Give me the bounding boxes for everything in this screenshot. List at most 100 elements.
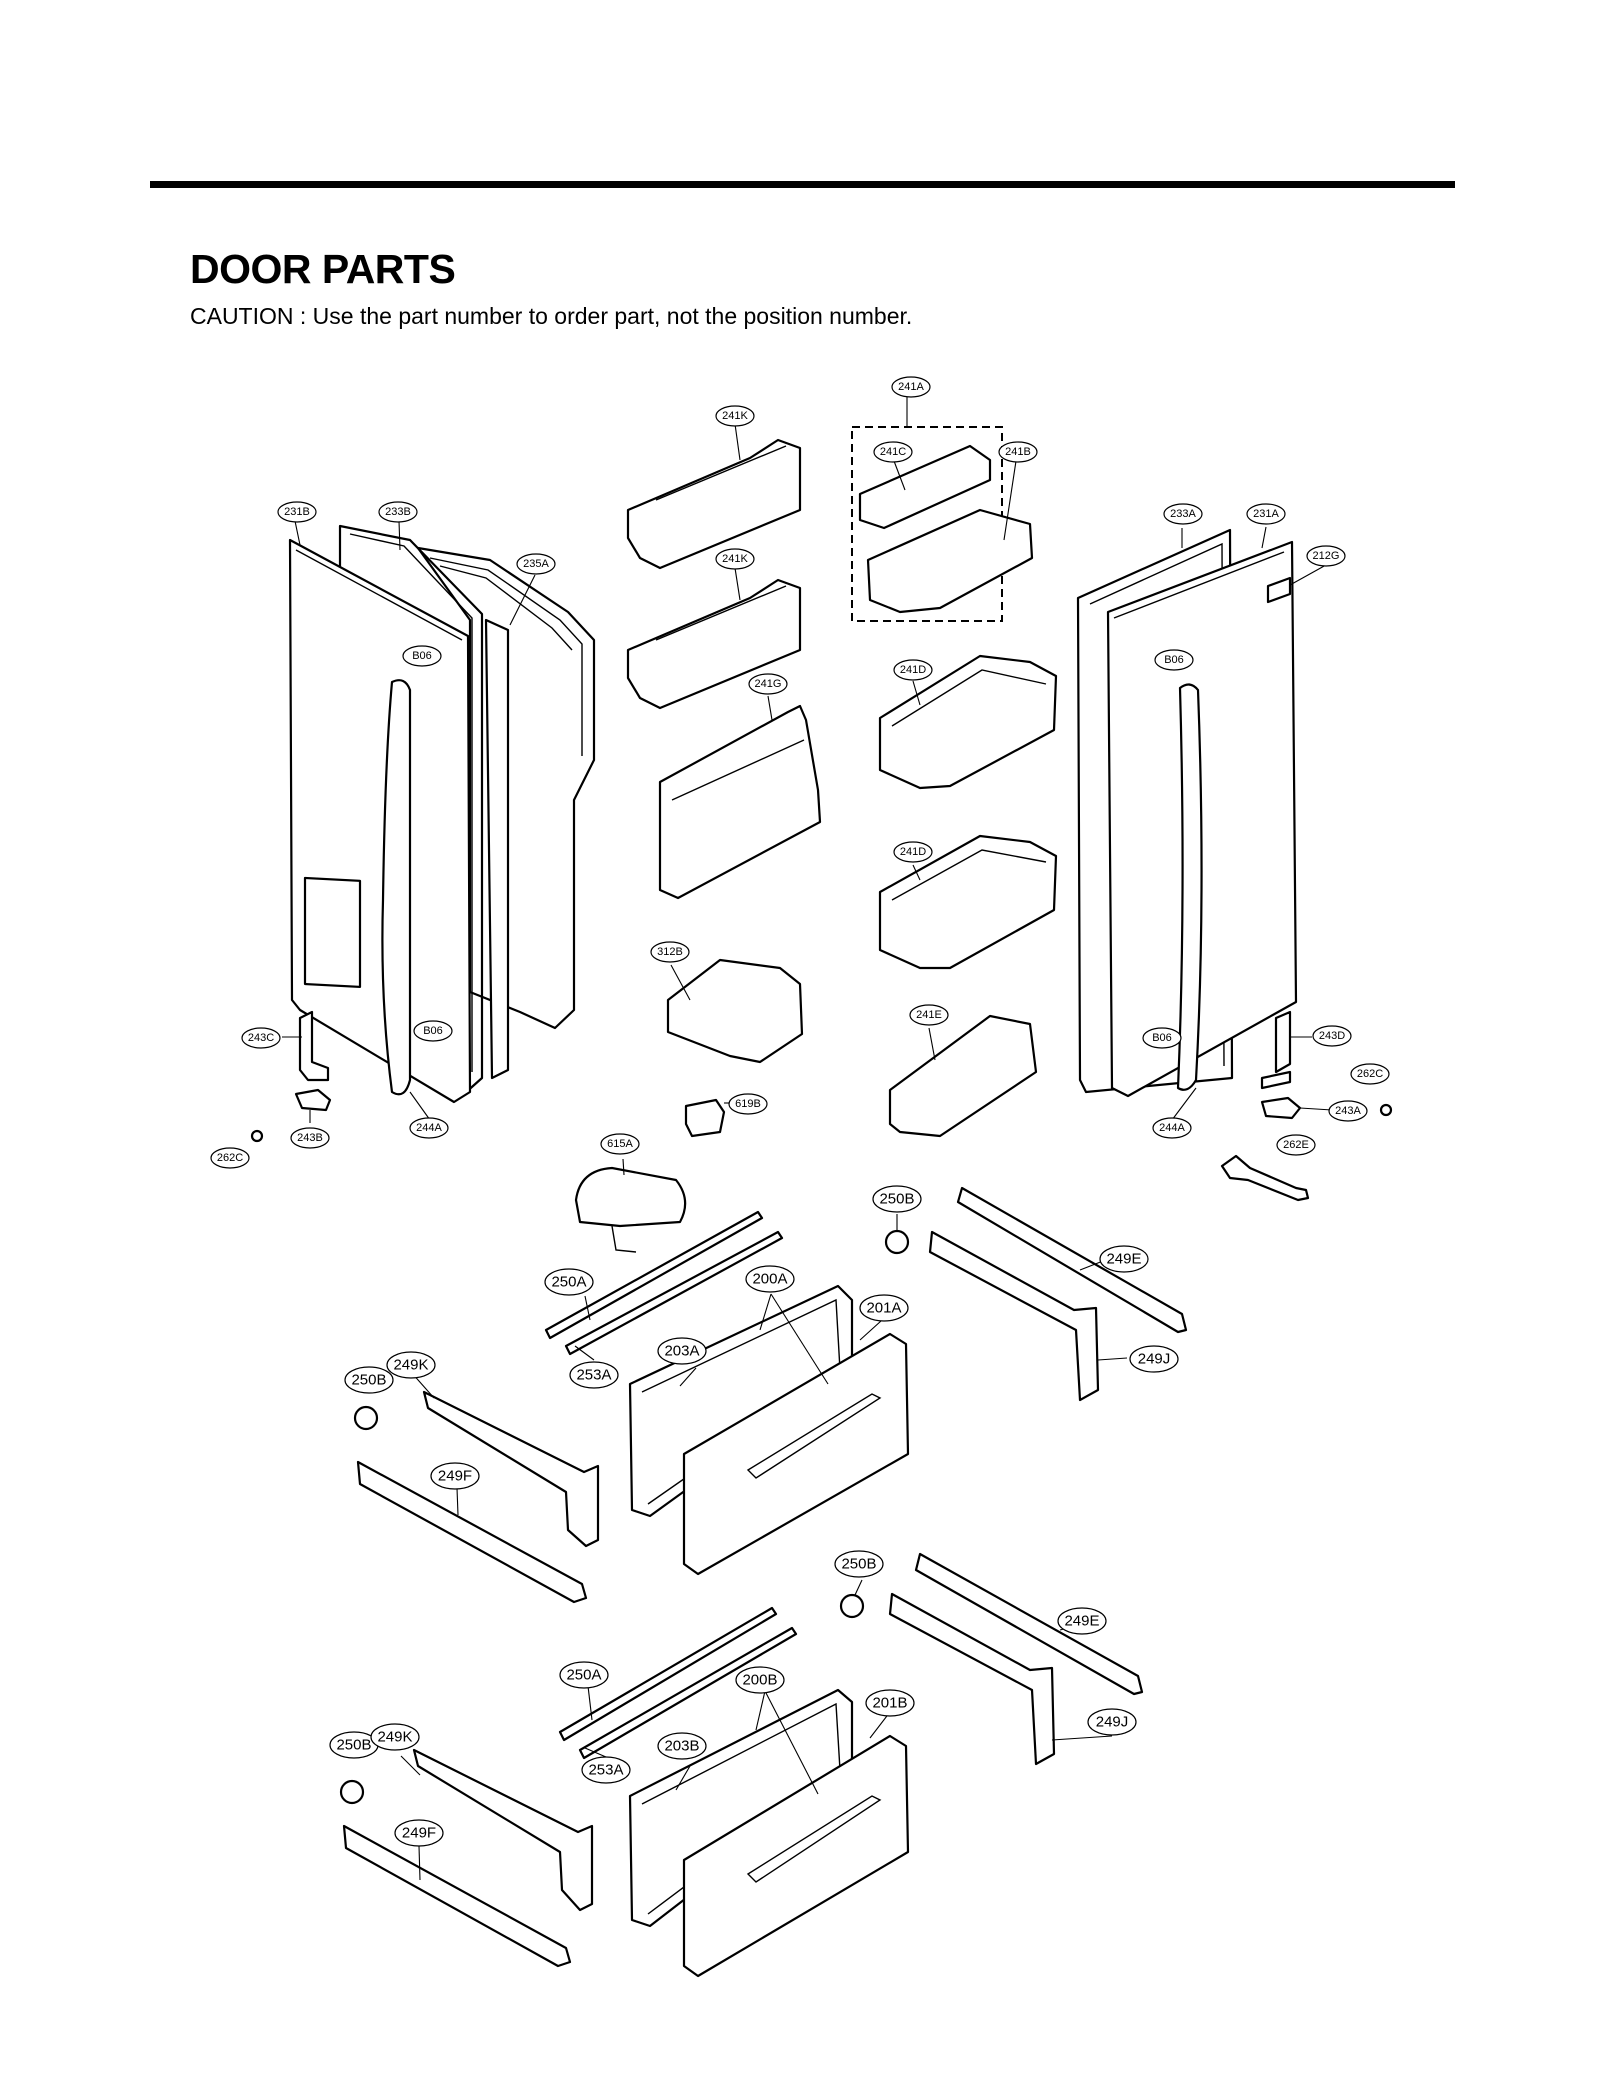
callout-250b: 250B bbox=[834, 1550, 884, 1578]
callout-oval bbox=[409, 1117, 449, 1139]
callout-label: 243D bbox=[1319, 1030, 1345, 1042]
callout-label: 619B bbox=[735, 1098, 761, 1110]
callout-oval bbox=[873, 441, 913, 463]
callout-oval bbox=[834, 1550, 884, 1578]
callout-label: 250B bbox=[336, 1737, 371, 1754]
callout-243c: 243C bbox=[241, 1027, 281, 1049]
callout-label: 250B bbox=[879, 1191, 914, 1208]
callout-oval bbox=[728, 1093, 768, 1115]
callout-label: 249K bbox=[377, 1729, 412, 1746]
callout-oval bbox=[402, 645, 442, 667]
callout-b06: B06 bbox=[413, 1020, 453, 1042]
callout-249j: 249J bbox=[1129, 1345, 1179, 1373]
callout-label: 250A bbox=[551, 1274, 586, 1291]
callout-244a: 244A bbox=[409, 1117, 449, 1139]
callout-241k: 241K bbox=[715, 405, 755, 427]
callout-233a: 233A bbox=[1163, 503, 1203, 525]
callout-250b: 250B bbox=[329, 1731, 379, 1759]
callout-oval bbox=[1350, 1063, 1390, 1085]
callout-231a: 231A bbox=[1246, 503, 1286, 525]
callout-label: 262C bbox=[1357, 1068, 1383, 1080]
upper-drawer-assembly bbox=[353, 1186, 1188, 1604]
callout-250a: 250A bbox=[544, 1268, 594, 1296]
callout-oval bbox=[559, 1661, 609, 1689]
callout-oval bbox=[1306, 545, 1346, 567]
callout-label: 200B bbox=[742, 1672, 777, 1689]
callout-oval bbox=[378, 501, 418, 523]
callout-label: 250B bbox=[351, 1372, 386, 1389]
callout-oval bbox=[544, 1268, 594, 1296]
callout-label: 249E bbox=[1106, 1251, 1141, 1268]
callout-label: 231A bbox=[1253, 508, 1279, 520]
callout-label: 241K bbox=[722, 410, 748, 422]
callout-oval bbox=[893, 841, 933, 863]
callout-oval bbox=[657, 1732, 707, 1760]
leader-lines bbox=[282, 395, 1333, 1881]
callout-249e: 249E bbox=[1099, 1245, 1149, 1273]
callout-label: 241E bbox=[916, 1009, 942, 1021]
callout-label: 244A bbox=[1159, 1122, 1185, 1134]
callout-212g: 212G bbox=[1306, 545, 1346, 567]
callout-241a: 241A bbox=[891, 376, 931, 398]
callout-235a: 235A bbox=[516, 553, 556, 575]
callout-244a: 244A bbox=[1152, 1117, 1192, 1139]
callout-262c: 262C bbox=[210, 1147, 250, 1169]
callout-label: B06 bbox=[423, 1025, 443, 1037]
callout-203b: 203B bbox=[657, 1732, 707, 1760]
callout-oval bbox=[735, 1666, 785, 1694]
callout-oval bbox=[386, 1351, 436, 1379]
wrench-262E bbox=[1220, 1154, 1310, 1202]
callout-b06: B06 bbox=[1142, 1027, 1182, 1049]
callout-label: 203A bbox=[664, 1343, 699, 1360]
callout-241k: 241K bbox=[715, 548, 755, 570]
callout-243b: 243B bbox=[290, 1127, 330, 1149]
callout-oval bbox=[1142, 1027, 1182, 1049]
callout-249k: 249K bbox=[370, 1723, 420, 1751]
callout-label: 241K bbox=[722, 553, 748, 565]
callout-label: 243A bbox=[1335, 1105, 1361, 1117]
callout-label: 615A bbox=[607, 1138, 633, 1150]
callout-oval bbox=[1154, 649, 1194, 671]
callout-label: B06 bbox=[1164, 654, 1184, 666]
callout-oval bbox=[1276, 1134, 1316, 1156]
callout-241b: 241B bbox=[998, 441, 1038, 463]
caution-note: CAUTION : Use the part number to order p… bbox=[190, 303, 913, 329]
callout-241d: 241D bbox=[893, 841, 933, 863]
callout-oval bbox=[657, 1337, 707, 1365]
callout-b06: B06 bbox=[1154, 649, 1194, 671]
callout-oval bbox=[569, 1361, 619, 1389]
callout-oval bbox=[748, 673, 788, 695]
callout-243d: 243D bbox=[1312, 1025, 1352, 1047]
callout-203a: 203A bbox=[657, 1337, 707, 1365]
left-door-assembly bbox=[250, 524, 596, 1143]
callout-oval bbox=[370, 1723, 420, 1751]
callout-233b: 233B bbox=[378, 501, 418, 523]
callout-oval bbox=[1152, 1117, 1192, 1139]
callout-241c: 241C bbox=[873, 441, 913, 463]
callout-label: B06 bbox=[1152, 1032, 1172, 1044]
callout-oval bbox=[430, 1462, 480, 1490]
callout-label: 249J bbox=[1096, 1714, 1129, 1731]
callout-oval bbox=[715, 548, 755, 570]
lower-drawer-assembly bbox=[339, 1552, 1144, 1978]
callout-label: 241D bbox=[900, 846, 926, 858]
door-bins bbox=[574, 426, 1058, 1253]
callout-oval bbox=[241, 1027, 281, 1049]
callout-label: 241B bbox=[1005, 446, 1031, 458]
callout-615a: 615A bbox=[600, 1133, 640, 1155]
callout-label: 243C bbox=[248, 1032, 274, 1044]
callout-label: 262C bbox=[217, 1152, 243, 1164]
callout-label: 244A bbox=[416, 1122, 442, 1134]
callout-label: 249F bbox=[402, 1825, 436, 1842]
hinge-243B bbox=[294, 1088, 332, 1112]
callout-label: 312B bbox=[657, 946, 683, 958]
callout-250b: 250B bbox=[872, 1185, 922, 1213]
callout-oval bbox=[290, 1127, 330, 1149]
callout-249j: 249J bbox=[1087, 1708, 1137, 1736]
callout-249f: 249F bbox=[430, 1462, 480, 1490]
callout-241d: 241D bbox=[893, 659, 933, 681]
callout-201a: 201A bbox=[859, 1294, 909, 1322]
callout-250a: 250A bbox=[559, 1661, 609, 1689]
